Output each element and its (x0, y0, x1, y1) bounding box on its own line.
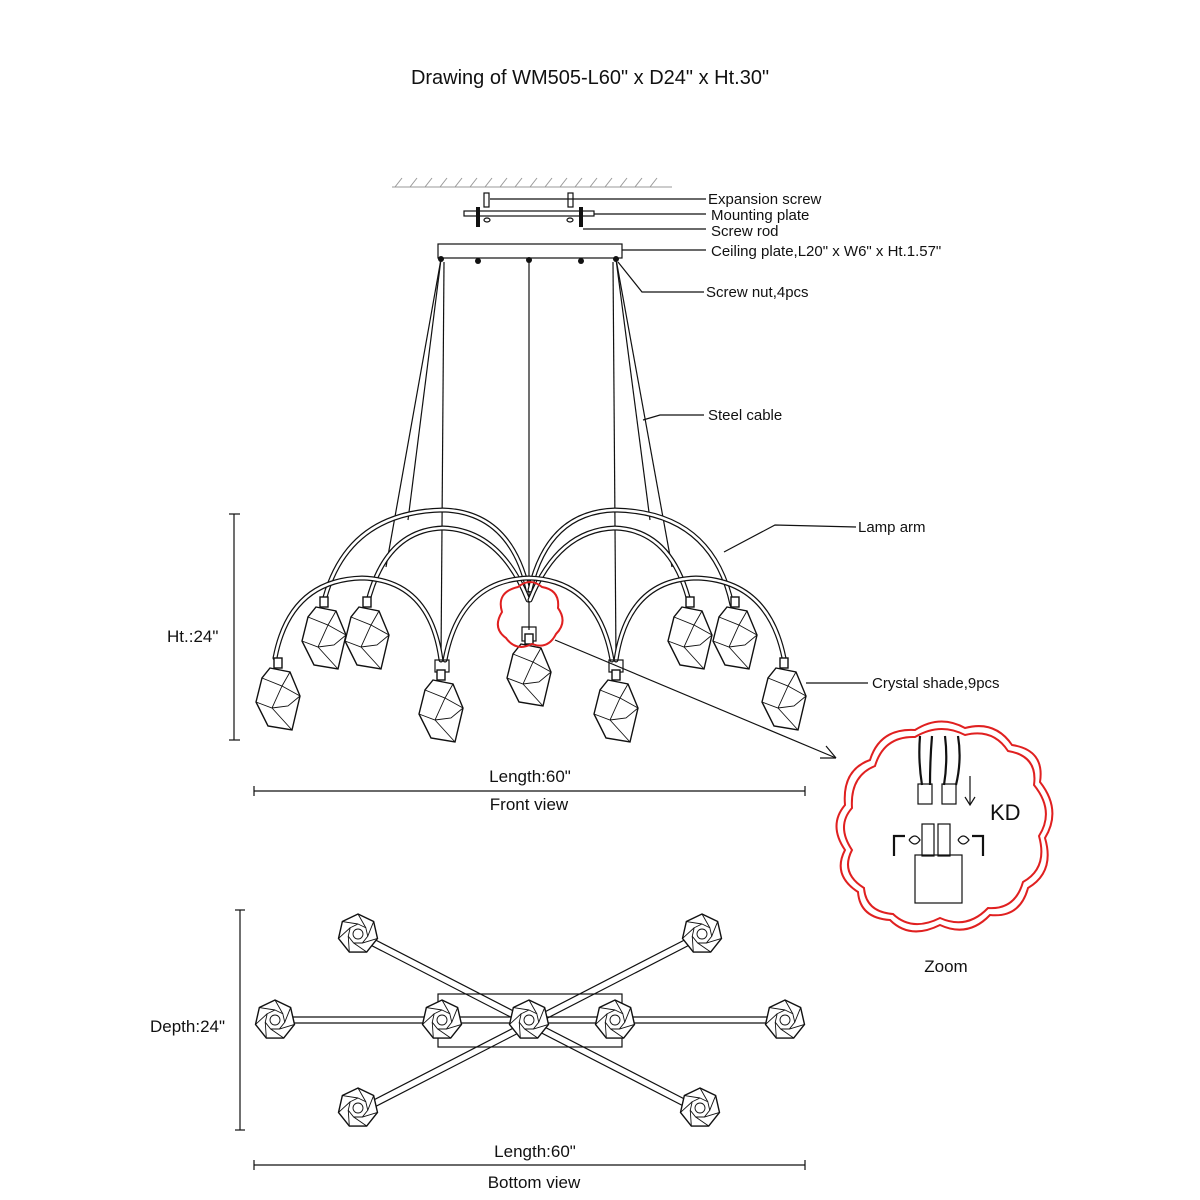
crystal-shades-bottom (254, 913, 806, 1127)
front-height-dimension (229, 513, 240, 741)
bottom-view-label: Bottom view (488, 1173, 581, 1192)
crystal-shade-top (337, 1087, 379, 1127)
zoom-detail (835, 720, 1054, 933)
expansion-screw-right (567, 192, 574, 208)
callout-crystal-shade: Crystal shade,9pcs (872, 675, 1000, 692)
crystal-shades-front (255, 596, 807, 743)
expansion-screw-left (483, 192, 490, 208)
bottom-length-dimension (253, 1160, 806, 1170)
mounting-plate (463, 210, 595, 217)
front-length-dimension (253, 786, 806, 796)
ceiling-assembly (392, 177, 672, 264)
callout-ceiling-plate: Ceiling plate,L20" x W6" x Ht.1.57" (711, 243, 941, 260)
ceiling-plate (437, 243, 623, 259)
ceiling-hatch (392, 177, 672, 188)
front-view-label: Front view (490, 795, 569, 814)
callout-mounting-plate: Mounting plate (711, 207, 809, 224)
crystal-shade-top (508, 999, 550, 1039)
crystal-shade-top (254, 999, 296, 1039)
crystal-shade-top (764, 999, 806, 1039)
bottom-depth-dimension (235, 909, 245, 1131)
bottom-length-label: Length:60" (494, 1142, 576, 1161)
screw-nut (578, 258, 584, 264)
crystal-shade-top (594, 999, 636, 1039)
lamp-arms (272, 507, 787, 673)
drawing-title: Drawing of WM505-L60" x D24" x Ht.30" (411, 67, 769, 89)
crystal-shade-top (421, 999, 463, 1039)
crystal-shade (761, 657, 807, 731)
crystal-shade (667, 596, 713, 670)
crystal-shade-top (681, 913, 723, 953)
zoom-marker (496, 581, 564, 648)
kd-label: KD (990, 800, 1021, 825)
front-length-label: Length:60" (489, 767, 571, 786)
screw-rod-right (579, 207, 583, 227)
crystal-shade (255, 657, 301, 731)
callout-leaders (490, 198, 868, 684)
callout-lamp-arm: Lamp arm (858, 519, 926, 536)
crystal-shade-top (337, 913, 379, 953)
callout-expansion-screw: Expansion screw (708, 191, 822, 208)
zoom-label: Zoom (924, 957, 967, 976)
crystal-shade (418, 669, 464, 743)
callout-screw-nut: Screw nut,4pcs (706, 284, 809, 301)
crystal-shade (301, 596, 347, 670)
front-height-label: Ht.:24" (167, 627, 218, 646)
screw-nut (475, 258, 481, 264)
screw-rod-left (476, 207, 480, 227)
callout-steel-cable: Steel cable (708, 407, 782, 424)
crystal-shade (593, 669, 639, 743)
crystal-shade (506, 633, 552, 707)
crystal-shade-top (679, 1087, 721, 1127)
bottom-depth-label: Depth:24" (150, 1017, 225, 1036)
crystal-shade (344, 596, 390, 670)
crystal-shade (712, 596, 758, 670)
callout-screw-rod: Screw rod (711, 223, 779, 240)
